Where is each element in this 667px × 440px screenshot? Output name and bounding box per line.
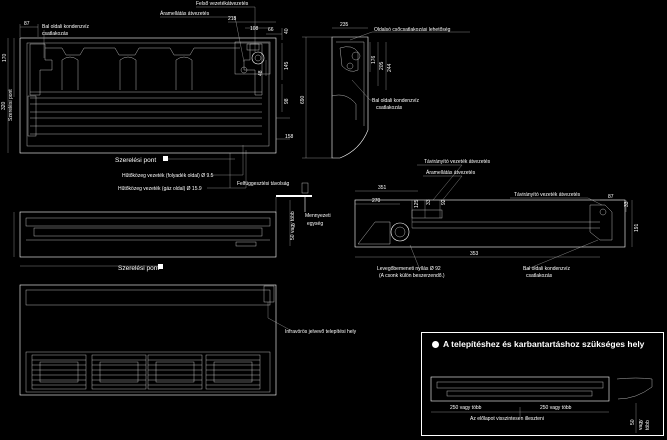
- dim-145: 145: [284, 61, 290, 70]
- installation-space-panel: A telepítéshez és karbantartáshoz szüksé…: [421, 332, 664, 436]
- dim-33: 33: [426, 199, 432, 205]
- label-taviranyito-1: Távirányító vezeték átvezetés: [424, 159, 491, 165]
- label-levego-1: Levegőbemeneti nyílás Ø 92: [377, 266, 441, 272]
- dim-205: 205: [379, 61, 385, 70]
- dim-244: 244: [387, 63, 393, 72]
- bullet-icon: [432, 341, 439, 348]
- label-mennyezeti-2: egység: [307, 221, 323, 227]
- top-view-outline: [19, 37, 277, 154]
- panel-title: A telepítéshez és karbantartáshoz szüksé…: [432, 339, 644, 349]
- bottom-view-outline: [19, 284, 277, 396]
- panel-unit-outline: [430, 376, 610, 402]
- label-felfuggesztesi: Felfüggesztési távolság: [237, 181, 289, 187]
- dim-353: 353: [470, 251, 479, 257]
- filter-grille: [25, 351, 271, 393]
- label-levego-2: (A csonk külön beszerzendő.): [379, 273, 445, 279]
- dim-270: 270: [372, 198, 381, 204]
- side-view: [302, 27, 470, 159]
- dim-87: 87: [24, 21, 30, 27]
- panel-title-text: A telepítéshez és karbantartáshoz szüksé…: [443, 339, 645, 349]
- mounting-point-marker-1: [163, 156, 168, 161]
- dim-40: 40: [284, 28, 290, 34]
- label-bal-oldali-side-2: csatlakozás: [376, 105, 403, 111]
- panel-vert-tobb: több: [645, 420, 651, 430]
- panel-right-dim: 250 vagy több: [540, 405, 572, 411]
- label-mennyezeti-1: Mennyezeti: [305, 213, 331, 219]
- bracket-right: [243, 43, 263, 96]
- dim-218: 218: [228, 16, 237, 22]
- label-bal-oldali-mid-2: csatlakozás: [526, 273, 553, 279]
- front-view-outline: [19, 211, 277, 258]
- label-aramellatas-mid: Áramellátás átvezetés: [426, 169, 476, 176]
- label-hutokozeg-folyadek: Hűtőközeg vezeték (folyadék oldal) Ø 9.5: [122, 173, 214, 179]
- bracket-left: [29, 43, 53, 96]
- panel-drawing: 250 vagy több 250 vagy több Az előlapot …: [430, 376, 653, 433]
- top-view: [7, 6, 290, 189]
- ir-receiver: [263, 285, 275, 303]
- label-taviranyito-2: Távirányító vezeték átvezetés: [514, 192, 581, 198]
- dim-351: 351: [378, 185, 387, 191]
- side-view-outline: [331, 36, 369, 159]
- pipe-port-liquid: [240, 66, 248, 74]
- panel-vert-50: 50: [630, 419, 636, 425]
- label-szerelesi-pont-vert: Szerelési pont: [8, 89, 14, 121]
- panel-bottom-text: Az előlapot visszintesen illeszteni: [470, 416, 544, 422]
- label-oldalso-csoport: Oldalsó csőcsatlakozási lehetőség: [374, 27, 451, 33]
- dim-170: 170: [2, 53, 8, 62]
- label-bal-oldali-top-2: csatlakozás: [42, 31, 69, 37]
- cross-section-view: [354, 164, 633, 271]
- mounting-point-marker-2: [158, 264, 163, 269]
- dim-125: 125: [414, 199, 420, 208]
- dim-108: 108: [250, 26, 259, 32]
- panel-side-profile: [616, 377, 653, 400]
- dim-48: 48: [258, 70, 264, 76]
- label-szerelesi-pont-2: Szerelési pont: [118, 265, 159, 272]
- label-infravoros: Infravörös jelvevő telepítési hely: [285, 329, 357, 335]
- cross-section-outline: [354, 199, 626, 248]
- label-hutokozeg-gaz: Hűtőközeg vezeték (gáz oldal) Ø 15.9: [118, 186, 202, 192]
- dim-66: 66: [268, 27, 274, 33]
- label-bal-oldali-side-1: Bal oldali kondenzvíz: [372, 98, 419, 104]
- label-szerelesi-pont-1: Szerelési pont: [115, 157, 156, 164]
- bottom-view: [19, 284, 291, 396]
- pipe-port-gas: [251, 51, 265, 65]
- label-aramellatas-top: Áramellátás átvezetés: [160, 10, 210, 17]
- top-view-inner: [26, 42, 270, 147]
- panel-vert-vagy: vagy: [638, 419, 644, 430]
- dim-87b: 87: [608, 194, 614, 200]
- dim-92: 92: [441, 199, 447, 205]
- dim-158: 158: [285, 134, 294, 140]
- label-bal-oldali-top-1: Bal oldali kondenzvíz: [42, 24, 89, 30]
- panel-left-dim: 250 vagy több: [450, 405, 482, 411]
- dim-191: 191: [634, 223, 640, 232]
- dim-690: 690: [300, 95, 306, 104]
- dim-33b: 33: [624, 201, 630, 207]
- dim-235: 235: [340, 22, 349, 28]
- dim-98: 98: [284, 98, 290, 104]
- air-inlet-port: [390, 222, 410, 242]
- dim-320: 320: [1, 101, 7, 110]
- label-felso-vezetek: Felső vezetékátvezetés: [196, 1, 249, 7]
- front-view: [13, 182, 312, 269]
- label-bal-oldali-mid-1: Bal oldali kondenzvíz: [523, 266, 570, 272]
- dim-176: 176: [371, 55, 377, 64]
- label-mennyezeti-vert: 50 vagy több: [290, 211, 296, 240]
